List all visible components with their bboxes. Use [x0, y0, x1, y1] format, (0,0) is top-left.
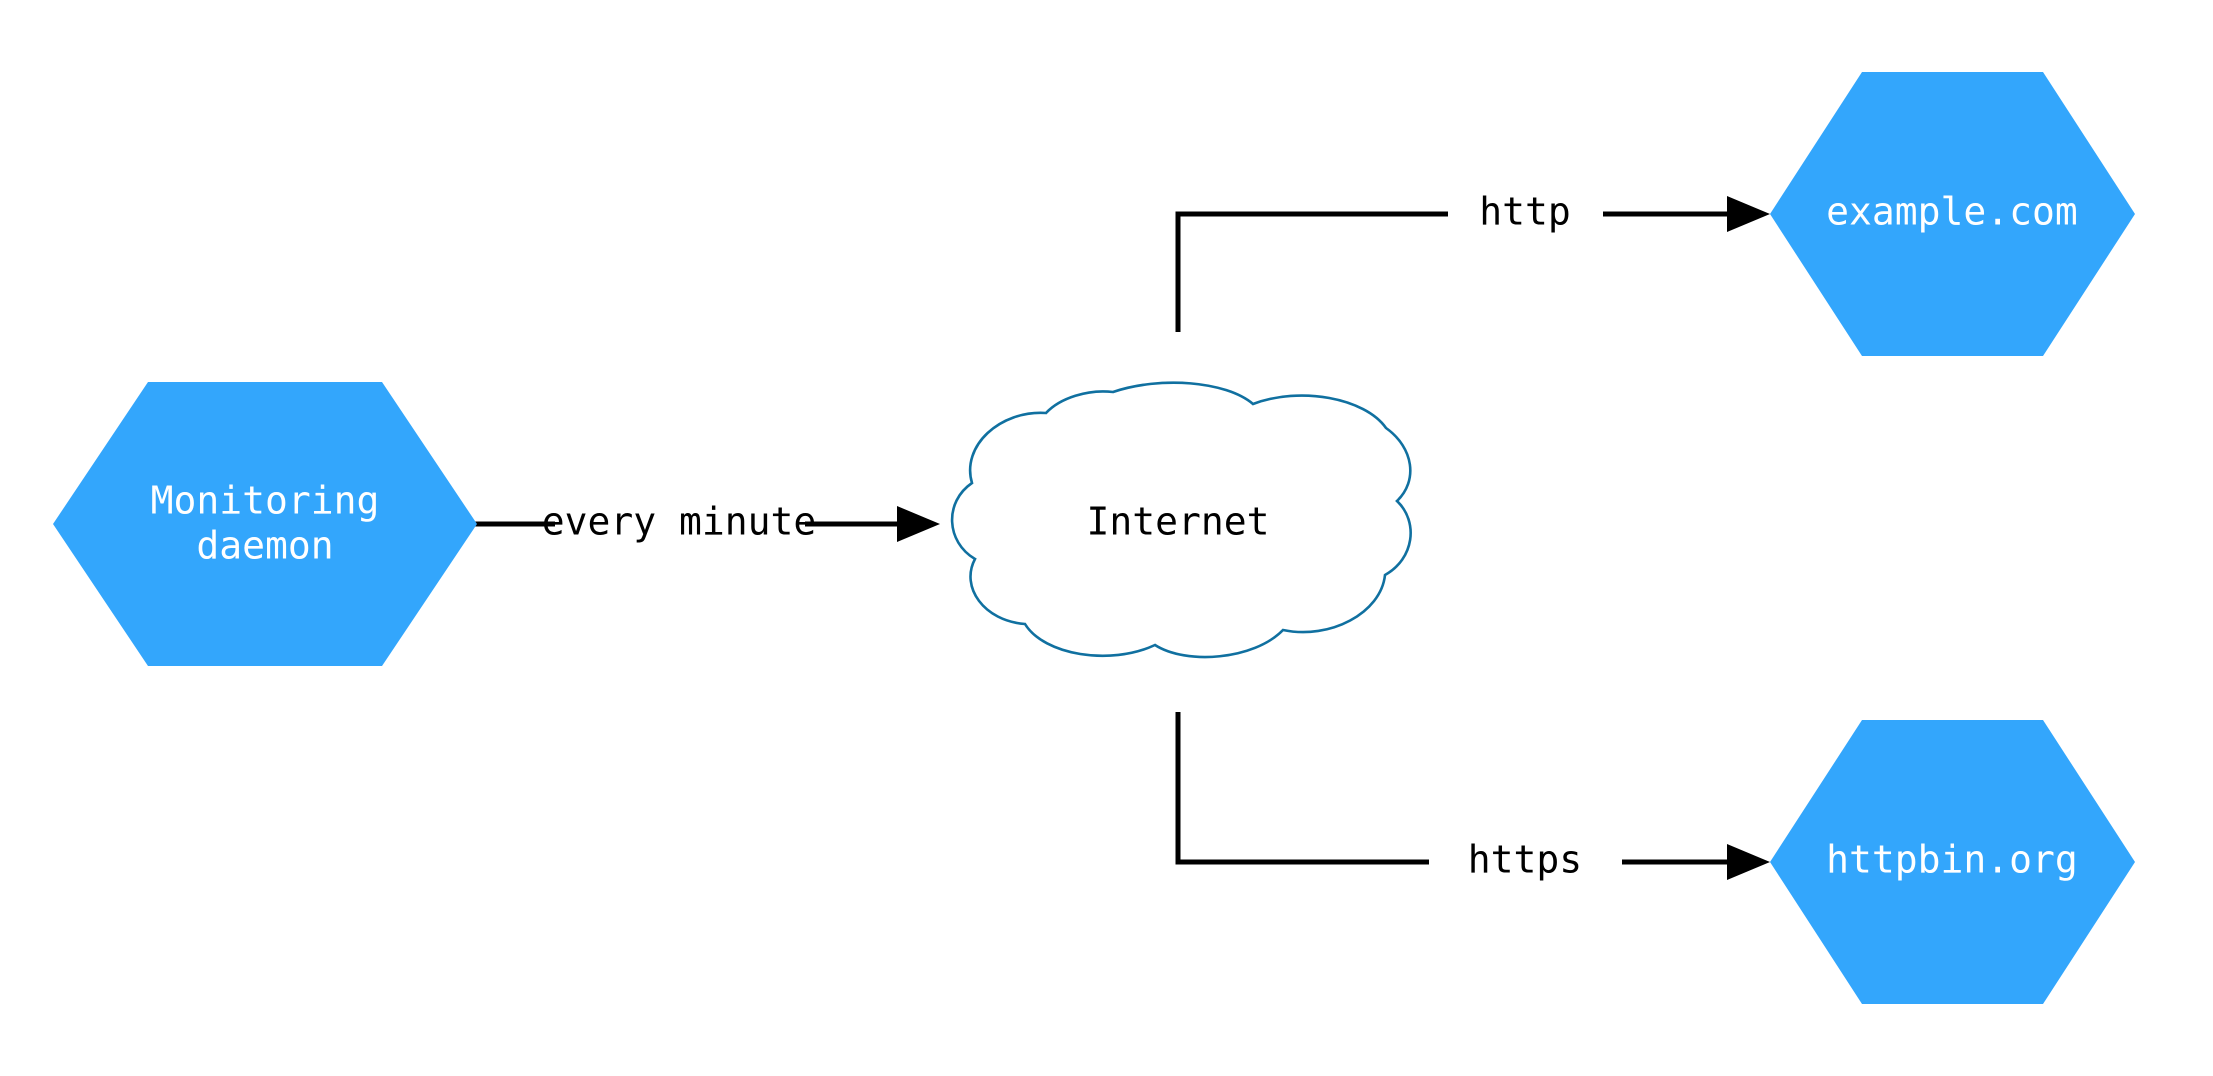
- node-monitoring-daemon[interactable]: Monitoring daemon: [53, 382, 477, 666]
- node-httpbin-org[interactable]: httpbin.org: [1770, 720, 2135, 1004]
- httpbin-org-hexagon: [1770, 720, 2135, 1004]
- edge-internet-httpbin[interactable]: https: [1175, 712, 1770, 882]
- edge-internet-httpbin-arrowhead: [1727, 844, 1770, 880]
- monitoring-daemon-hexagon: [53, 382, 477, 666]
- edge-internet-example-arrowhead: [1727, 196, 1770, 232]
- httpbin-org-label: httpbin.org: [1826, 838, 2078, 882]
- edge-daemon-internet-arrowhead: [897, 506, 940, 542]
- example-com-hexagon: [1770, 72, 2135, 356]
- edge-label-http: http: [1479, 190, 1571, 234]
- internet-cloud-shape: [950, 381, 1412, 659]
- edge-label-every-minute: every minute: [542, 500, 817, 544]
- internet-label: Internet: [1086, 500, 1269, 544]
- edge-internet-example[interactable]: http: [1175, 190, 1770, 333]
- edge-internet-example-elbow: [1175, 211, 1448, 332]
- node-example-com[interactable]: example.com: [1770, 72, 2135, 356]
- monitoring-daemon-label-line2: daemon: [196, 524, 333, 568]
- edge-internet-httpbin-elbow: [1175, 712, 1429, 865]
- monitoring-daemon-label-line1: Monitoring: [151, 479, 380, 523]
- edge-label-https: https: [1468, 838, 1582, 882]
- edge-daemon-internet[interactable]: every minute: [455, 500, 940, 544]
- node-internet[interactable]: Internet: [950, 381, 1412, 659]
- example-com-label: example.com: [1826, 190, 2078, 234]
